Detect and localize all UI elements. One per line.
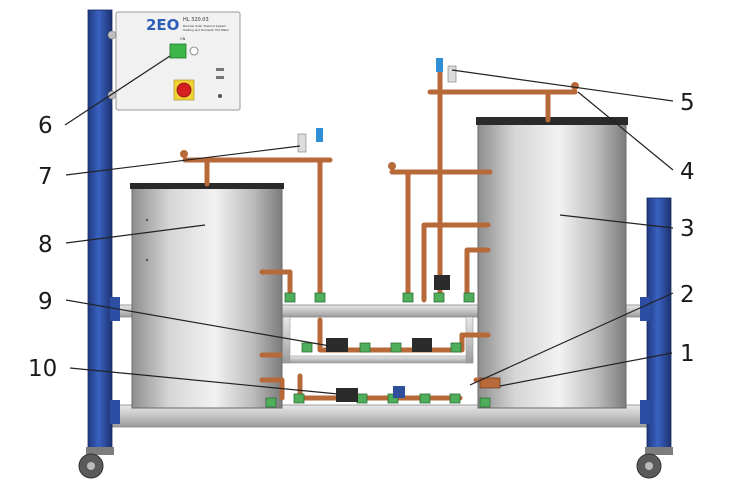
pump-upper-left — [326, 338, 348, 352]
callout-numbers: 1 2 3 4 5 6 7 8 9 10 — [28, 90, 695, 382]
leader-5 — [451, 69, 674, 102]
control-panel: 2EO HL 320.03 Modular Solar Thermal Syst… — [107, 11, 241, 111]
flow-meter — [393, 386, 405, 398]
callout-5: 5 — [680, 90, 695, 116]
frame-bar-mid — [282, 355, 474, 364]
heat-exchanger-fitting — [479, 377, 501, 389]
post-right — [646, 197, 672, 449]
pump-upper-right — [412, 338, 432, 352]
valve — [293, 393, 305, 404]
callout-8: 8 — [38, 232, 53, 258]
left-storage-tank — [130, 183, 284, 409]
valve — [356, 393, 368, 404]
leader-3 — [559, 214, 674, 229]
panel-socket — [218, 94, 222, 98]
valve-fittings — [265, 292, 491, 408]
safety-valve-left — [180, 150, 188, 158]
post-left — [87, 9, 113, 449]
valve — [359, 342, 371, 353]
indicator-lamp — [189, 46, 199, 56]
leader-1 — [499, 352, 673, 387]
emergency-stop-button[interactable] — [176, 82, 192, 98]
frame-strut-right — [465, 316, 474, 364]
callout-4: 4 — [680, 159, 695, 185]
leader-8 — [65, 224, 206, 244]
leader-10 — [69, 367, 339, 395]
casters — [78, 447, 673, 479]
valve — [479, 397, 491, 408]
leader-2 — [469, 292, 674, 386]
copper-piping — [182, 67, 578, 401]
valve — [284, 292, 296, 303]
callout-leaders — [64, 55, 674, 395]
valve-motor — [434, 275, 450, 290]
callout-9: 9 — [38, 289, 53, 315]
leader-7 — [65, 145, 301, 176]
valve — [301, 342, 313, 353]
pump-lower — [336, 388, 358, 402]
panel-logo: 2EO — [146, 16, 179, 34]
callout-6: 6 — [38, 113, 53, 139]
valve — [390, 342, 402, 353]
callout-10: 10 — [28, 356, 57, 382]
panel-subtitle-1: Modular Solar Thermal System — [183, 24, 226, 28]
valve — [463, 292, 475, 303]
valve — [265, 397, 277, 408]
air-vent-right — [447, 65, 457, 83]
frame-strut-left — [282, 316, 291, 364]
callout-2: 2 — [680, 282, 695, 308]
leader-9 — [65, 299, 331, 347]
panel-connector — [216, 68, 224, 71]
panel-connector — [216, 76, 224, 79]
air-vent-left — [297, 133, 307, 153]
valve — [419, 393, 431, 404]
callout-3: 3 — [680, 216, 695, 242]
callout-1: 1 — [680, 341, 695, 367]
switch-label: ON — [180, 37, 186, 41]
blue-sensor-left — [316, 128, 323, 142]
safety-valve-mid — [388, 162, 396, 170]
valve — [450, 342, 462, 353]
leader-6 — [64, 55, 171, 126]
blue-sensor-right — [436, 58, 443, 72]
valve — [449, 393, 461, 404]
panel-model: HL 320.03 — [183, 17, 209, 23]
panel-subtitle-2: Heating and Domestic Hot Water — [183, 28, 230, 32]
leader-4 — [577, 91, 674, 171]
right-storage-tank — [476, 117, 628, 409]
callout-7: 7 — [38, 164, 53, 190]
valve — [314, 292, 326, 303]
frame-posts — [87, 9, 672, 449]
pumps — [180, 58, 579, 402]
valve — [402, 292, 414, 303]
valve — [433, 292, 445, 303]
safety-valve-right — [571, 82, 579, 90]
main-switch-button[interactable] — [169, 43, 187, 59]
